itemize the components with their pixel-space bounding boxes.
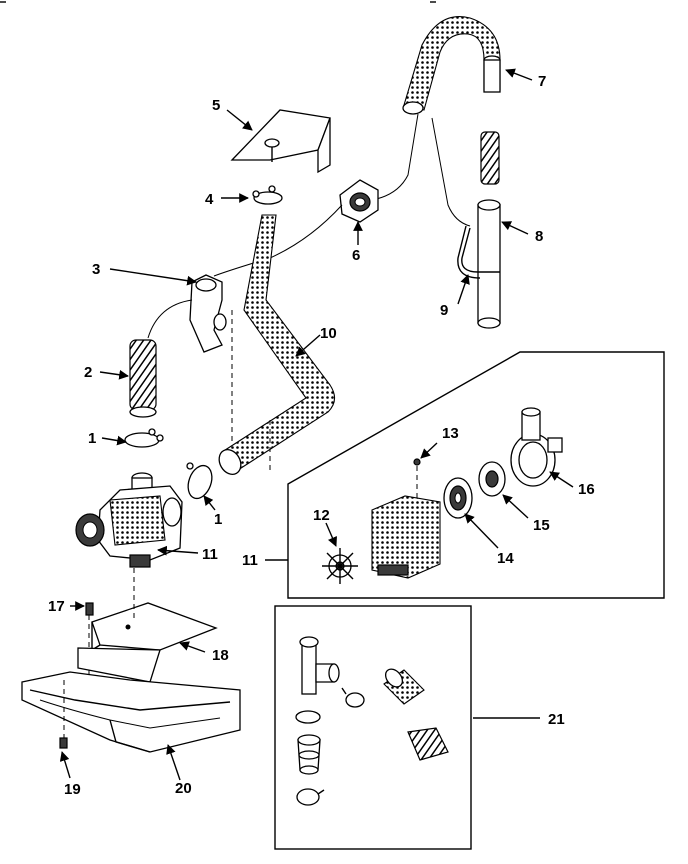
part-10-corrugated-hose [218,214,336,475]
callout-1-right: 1 [214,511,222,528]
callout-4: 4 [205,191,214,208]
part-9-hose-guide [457,225,500,279]
part-5-bracket [230,109,331,174]
part-7-hose-coil [480,131,500,185]
part-7-drain-hose [402,16,501,115]
kit-adapter [297,734,321,775]
callout-3: 3 [92,261,100,278]
callout-8: 8 [535,228,543,245]
callout-11-inset: 11 [242,552,258,569]
inset-box-kit-21 [274,605,472,850]
callout-17: 17 [48,598,65,615]
part-19-screw [59,680,68,749]
part-15-washer [478,461,506,497]
assembly-line-3-2 [147,299,193,339]
part-11-pump-assembly [75,472,183,568]
callout-5: 5 [212,97,220,114]
pump-motor-block [371,495,441,579]
part-3-hose-clip [189,274,227,353]
callout-10: 10 [320,325,337,342]
kit-tee-fitting [299,636,340,695]
callout-13: 13 [442,425,459,442]
callout-1-left: 1 [88,430,96,447]
callout-11-pump: 11 [202,546,218,563]
callout-9: 9 [440,302,448,319]
assembly-line-6-7 [371,113,419,201]
callout-12: 12 [313,507,330,524]
assembly-line-7-9 [431,117,471,227]
part-1-clamp-right [186,462,213,500]
part-2-hose [129,339,157,418]
kit-hose-coil [407,727,449,761]
callout-leaders [59,68,574,781]
part-8-standpipe [477,199,501,329]
callout-6: 6 [352,247,360,264]
kit-clamp-small [341,687,365,708]
callout-14: 14 [497,550,514,567]
assembly-line-6-3 [213,204,343,277]
part-4-clamp [252,185,283,205]
callout-2: 2 [84,364,92,381]
part-6-coupling [339,179,379,223]
callout-16: 16 [578,481,595,498]
callout-20: 20 [175,780,192,797]
kit-clamp-ring [295,710,321,724]
callout-19: 19 [64,781,81,798]
callout-7: 7 [538,73,546,90]
callout-21: 21 [548,711,565,728]
inset-box-pump-breakdown [287,351,665,599]
part-1-clamp-left [124,428,164,448]
part-16-pump-housing [510,407,563,487]
part-14-seal [443,477,473,519]
kit-corrugated-connector [383,668,425,705]
callout-15: 15 [533,517,550,534]
part-13-screw [413,458,421,500]
kit-clamp-bottom [296,788,325,806]
part-18-mounting-plate [77,568,218,683]
callout-18: 18 [212,647,229,664]
part-12-impeller [322,548,358,584]
part-20-base [21,671,241,753]
